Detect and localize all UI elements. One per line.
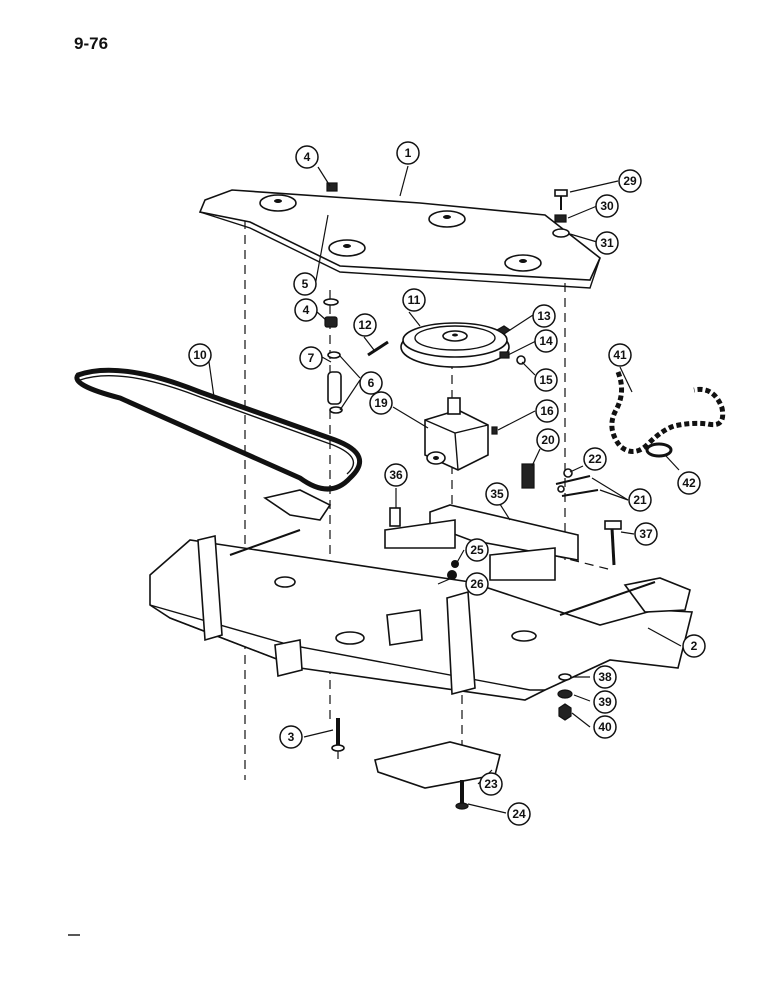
callout-21-label: 21 <box>633 493 647 507</box>
callout-36-label: 36 <box>389 468 403 482</box>
callout-5: 5 <box>293 272 317 296</box>
callout-6: 6 <box>359 371 383 395</box>
callout-24: 24 <box>507 802 531 826</box>
callout-19-label: 19 <box>374 396 388 410</box>
callout-36: 36 <box>384 463 408 487</box>
callout-13-label: 13 <box>537 309 551 323</box>
callout-6-label: 6 <box>368 376 375 390</box>
callout-11-label: 11 <box>408 293 421 307</box>
callout-3: 3 <box>279 725 303 749</box>
callout-39-label: 39 <box>598 695 612 709</box>
callout-7: 7 <box>299 346 323 370</box>
callout-31-label: 31 <box>600 236 614 250</box>
mounting-brackets <box>384 504 622 581</box>
callout-23-label: 23 <box>484 777 498 791</box>
callout-5-label: 5 <box>302 277 309 291</box>
callout-42-label: 42 <box>682 476 696 490</box>
callout-14-label: 14 <box>539 334 553 348</box>
callout-13: 13 <box>532 304 556 328</box>
callout-22-label: 22 <box>588 452 602 466</box>
callout-38-label: 38 <box>598 670 612 684</box>
deck-frame <box>149 489 694 701</box>
callout-12: 12 <box>353 313 377 337</box>
callout-12-label: 12 <box>358 318 372 332</box>
callout-26-label: 26 <box>470 577 484 591</box>
callout-23: 23 <box>479 772 503 796</box>
page-number: 9-76 <box>74 34 109 53</box>
chain <box>609 371 726 458</box>
callout-26: 26 <box>465 572 489 596</box>
callout-40: 40 <box>593 715 617 739</box>
callout-35-label: 35 <box>490 487 504 501</box>
top-cover-plate <box>198 182 601 289</box>
callout-25-label: 25 <box>470 543 484 557</box>
callout-1: 1 <box>396 141 420 165</box>
callout-21: 21 <box>628 488 652 512</box>
callout-31: 31 <box>595 231 619 255</box>
callout-41: 41 <box>608 343 632 367</box>
callout-35: 35 <box>485 482 509 506</box>
gearbox <box>424 397 489 471</box>
callout-37: 37 <box>634 522 658 546</box>
spacer-hardware <box>323 298 389 414</box>
callout-15: 15 <box>534 368 558 392</box>
callout-2: 2 <box>682 634 706 658</box>
callout-1-label: 1 <box>405 146 412 160</box>
callout-37-label: 37 <box>639 527 653 541</box>
callout-4-bottom-label: 4 <box>303 303 310 317</box>
callout-2-label: 2 <box>691 639 698 653</box>
v-belt <box>74 367 362 492</box>
callout-30-label: 30 <box>600 199 614 213</box>
callout-4-bottom: 4 <box>294 298 318 322</box>
callout-29: 29 <box>618 169 642 193</box>
callout-14: 14 <box>534 329 558 353</box>
callout-19: 19 <box>369 391 393 415</box>
callout-29-label: 29 <box>623 174 637 188</box>
callout-30: 30 <box>595 194 619 218</box>
callout-40-label: 40 <box>598 720 612 734</box>
leader-lines <box>208 165 682 814</box>
callout-10: 10 <box>188 343 212 367</box>
callout-20: 20 <box>536 428 560 452</box>
small-right-parts <box>491 189 599 497</box>
callout-41-label: 41 <box>613 348 627 362</box>
lower-hardware <box>331 673 573 810</box>
callout-4-top-label: 4 <box>304 150 311 164</box>
callout-38: 38 <box>593 665 617 689</box>
callout-4-top: 4 <box>295 145 319 169</box>
callout-39: 39 <box>593 690 617 714</box>
callout-15-label: 15 <box>539 373 553 387</box>
callout-20-label: 20 <box>541 433 555 447</box>
callout-24-label: 24 <box>512 807 526 821</box>
pulley <box>400 322 510 368</box>
callout-16: 16 <box>535 399 559 423</box>
callout-10-label: 10 <box>193 348 207 362</box>
callout-3-label: 3 <box>288 730 295 744</box>
callout-16-label: 16 <box>540 404 554 418</box>
callout-42: 42 <box>677 471 701 495</box>
callout-25: 25 <box>465 538 489 562</box>
callout-7-label: 7 <box>308 351 315 365</box>
callout-11: 11 <box>402 288 426 312</box>
callout-22: 22 <box>583 447 607 471</box>
